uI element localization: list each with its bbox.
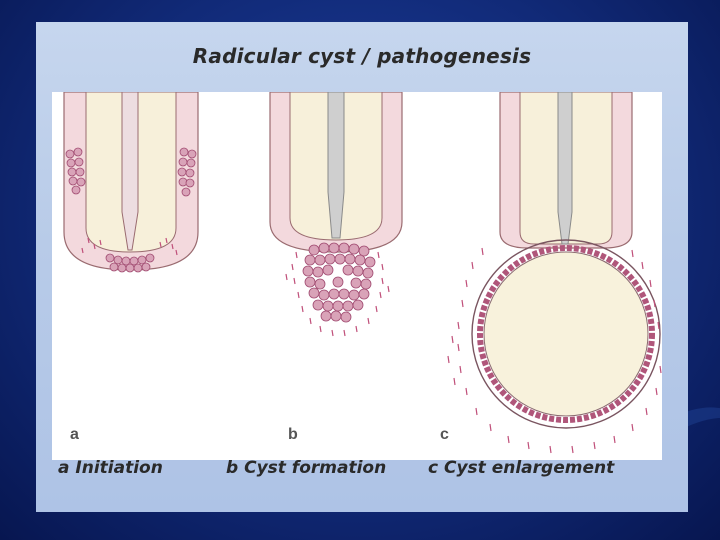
slide-panel: Radicular cyst / pathogenesis bbox=[36, 22, 688, 512]
caption-cyst-enlargement: c Cyst enlargement bbox=[428, 458, 614, 478]
epithelial-mass-b bbox=[303, 243, 375, 322]
panel-a-initiation bbox=[64, 92, 198, 272]
slide-title: Radicular cyst / pathogenesis bbox=[36, 44, 688, 68]
caption-cyst-formation: b Cyst formation bbox=[226, 458, 386, 478]
caption-row: a Initiation b Cyst formation c Cyst enl… bbox=[36, 458, 688, 484]
cyst-lumen-c bbox=[484, 252, 648, 416]
panel-letter-a: a bbox=[70, 426, 79, 443]
pulp-canal-c bbox=[558, 92, 572, 244]
caption-initiation: a Initiation bbox=[58, 458, 163, 478]
panel-b-cyst-formation bbox=[270, 92, 402, 336]
panel-letter-b: b bbox=[288, 426, 298, 443]
pulp-canal-a bbox=[122, 92, 138, 250]
panel-letter-c: c bbox=[440, 426, 449, 443]
panel-c-cyst-enlargement bbox=[448, 92, 661, 453]
pathogenesis-illustration: a b c bbox=[52, 92, 662, 460]
pathogenesis-figure: a b c bbox=[52, 92, 662, 460]
pulp-canal-b bbox=[328, 92, 344, 238]
